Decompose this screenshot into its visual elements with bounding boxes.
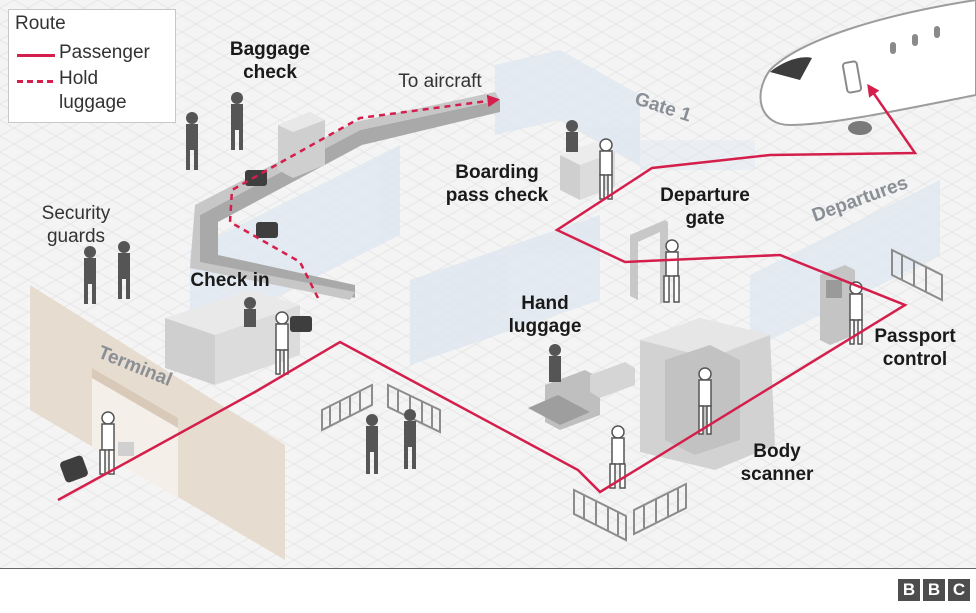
security-guard-figure [118,241,130,299]
passenger-line-swatch [17,54,55,57]
passport-control-label: Passport control [874,326,956,370]
security-guard-figure [366,414,378,474]
route-legend: Route Passenger Hold luggage [8,9,176,123]
passport-kiosk [820,265,855,345]
security-guard-figure [404,409,416,469]
passenger-figure [663,239,680,303]
luggage-items [60,170,312,483]
departure-gate-label: Departure gate [660,185,750,229]
security-guards-label: Security guards [41,203,111,247]
check-in-label: Check in [190,270,270,291]
staff-figure [244,297,256,327]
legend-passenger-label: Passenger [59,42,150,63]
passenger-figure [698,367,712,435]
passenger-figure [599,138,613,200]
terminal-wall [30,285,285,560]
hand-luggage-label: Hand luggage [508,293,582,337]
to-aircraft-label: To aircraft [398,71,482,92]
glass-walls [190,50,940,365]
baggage-scanner [278,112,325,178]
passenger-figures [99,138,863,489]
staff-figure [566,120,578,152]
legend-luggage-label: luggage [59,92,127,113]
footer-bar: B B C [0,568,976,613]
hand-luggage-scanner [528,362,635,430]
logo-letter: B [923,579,945,601]
hold-luggage-line-swatch [17,80,55,83]
legend-title: Route [15,13,66,34]
baggage-check-label: Baggage check [229,39,311,83]
crowd-barriers [321,248,943,542]
airport-diagram: Route Passenger Hold luggage Baggage che… [0,0,976,568]
people-figures [84,92,578,474]
security-guard-figure [231,92,243,150]
staff-figure [549,344,561,382]
security-guard-figure [84,246,96,304]
diagram-graphics [0,0,976,568]
passenger-figure [275,311,289,375]
logo-letter: C [948,579,970,601]
security-guard-figure [186,112,198,170]
passenger-figure [99,411,115,475]
baggage-conveyor [190,92,500,300]
hold-luggage-route [228,94,500,299]
departure-gate-frame [630,220,668,304]
body-scanner-label: Body scanner [740,441,814,485]
legend-hold-label: Hold [59,68,99,89]
bbc-logo: B B C [898,579,970,601]
passenger-route [57,83,918,502]
passenger-figure [609,425,626,489]
logo-letter: B [898,579,920,601]
boarding-pass-check-label: Boarding pass check [445,162,549,206]
airplane [759,0,976,135]
